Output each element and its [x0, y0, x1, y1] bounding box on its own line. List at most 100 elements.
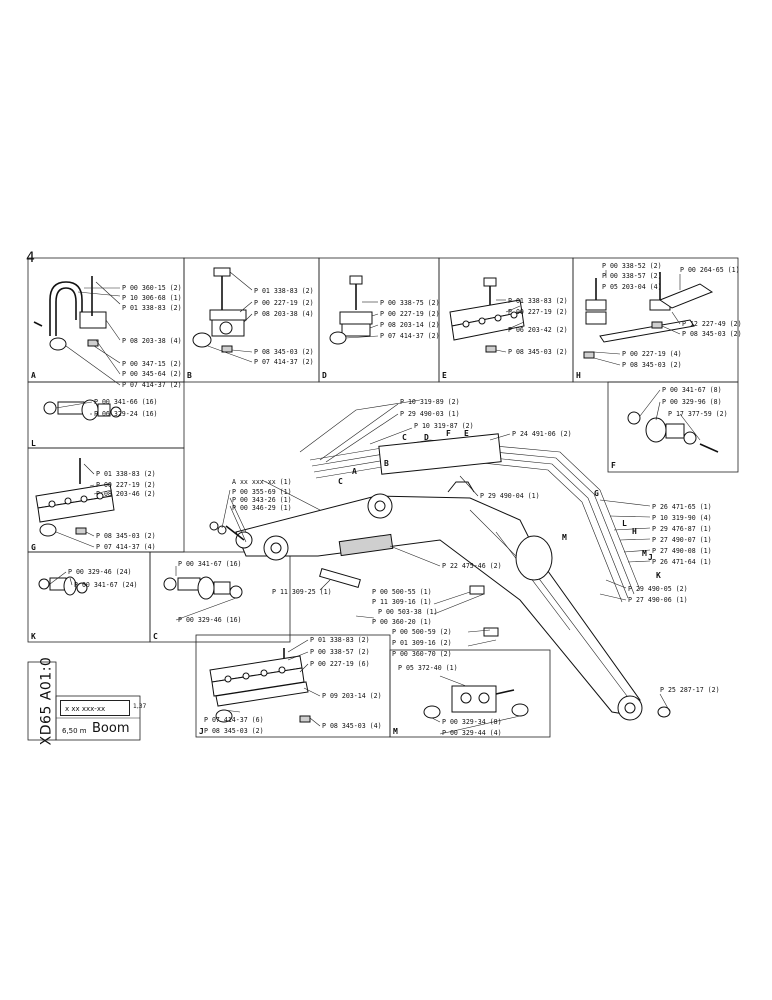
callout-m-lower: M: [642, 549, 647, 558]
panel-letter-b: B: [187, 371, 192, 380]
panel-letter-k: K: [31, 632, 36, 641]
part-label: P 05 372-40 (1): [398, 664, 458, 672]
part-label: P 00 345-64 (2): [122, 370, 182, 378]
callout-d: D: [424, 433, 429, 442]
part-label: P 08 345-03 (2): [254, 348, 314, 356]
panel-e-drawing: [449, 277, 525, 353]
panel-g-drawing: [35, 458, 115, 537]
part-label: P 00 338-57 (2): [602, 272, 662, 280]
callout-k: K: [656, 571, 661, 580]
part-label: P 00 360-20 (1): [372, 618, 432, 626]
part-label: P 00 227-19 (2): [96, 481, 156, 489]
section-letters: A B D E H L G K C F J M A B C C D F E G …: [31, 371, 661, 736]
part-label: P 08 345-03 (2): [622, 361, 682, 369]
panel-l-drawing: [43, 399, 122, 421]
callout-f: E: [464, 429, 469, 438]
callout-m: M: [562, 533, 567, 542]
hose-fitting: [49, 337, 67, 351]
panel-letter-f: F: [611, 461, 616, 470]
part-label: P 00 227-19 (2): [380, 310, 440, 318]
part-label: P 08 345-03 (2): [204, 727, 264, 735]
part-label: P 00 346-29 (1): [232, 504, 292, 512]
panel-letter-m: M: [393, 727, 398, 736]
part-label: P 00 338-52 (2): [602, 262, 662, 270]
part-label: P 00 355-69 (1): [232, 488, 292, 496]
panel-j-drawing: [209, 648, 311, 723]
frame-c: [149, 551, 291, 643]
part-label: P 11 309-16 (1): [372, 598, 432, 606]
part-label: P 00 227-19 (2): [254, 299, 314, 307]
part-label: P 01 338-83 (2): [310, 636, 370, 644]
part-label: P 29 490-03 (1): [400, 410, 460, 418]
panel-letter-l: L: [31, 439, 36, 448]
part-label: P 00 227-19 (2): [508, 308, 568, 316]
callout-j: J: [648, 553, 653, 562]
part-label: P 01 309-16 (2): [392, 639, 452, 647]
callout-g: G: [594, 489, 599, 498]
part-label: P 25 287-17 (2): [660, 686, 720, 694]
part-label: P 08 203-14 (2): [380, 321, 440, 329]
panel-letter-d: D: [322, 371, 327, 380]
part-label: P 07 414-37 (2): [380, 332, 440, 340]
boom-drawing: [209, 399, 671, 721]
part-label: P 01 338-83 (2): [122, 304, 182, 312]
panel-a-drawing: [33, 276, 107, 351]
panel-b-drawing: [192, 267, 247, 353]
part-label: P 00 500-55 (1): [372, 588, 432, 596]
part-label: P 00 227-19 (4): [622, 350, 682, 358]
panel-letter-j: J: [199, 727, 204, 736]
part-label: P 29 476-87 (1): [652, 525, 712, 533]
panel-h-drawing: [583, 272, 714, 359]
part-label: P 00 227-19 (6): [310, 660, 370, 668]
part-label: P 08 345-03 (4): [322, 722, 382, 730]
part-label: P 09 203-14 (2): [322, 692, 382, 700]
part-label: P 29 490-05 (2): [628, 585, 688, 593]
pin-rod: [319, 568, 361, 588]
part-label: P 12 227-49 (2): [682, 320, 742, 328]
part-label: P 10 306-68 (1): [122, 294, 182, 302]
corner-mark: 4: [26, 250, 35, 266]
part-label: P 26 471-64 (1): [652, 558, 712, 566]
part-label: P 08 345-03 (2): [508, 348, 568, 356]
panel-m-drawing: [423, 685, 529, 719]
page-fraction: 1,37: [133, 703, 147, 710]
part-label: P 01 338-83 (2): [508, 297, 568, 305]
frame-k: [27, 551, 151, 643]
part-label: P 27 490-07 (1): [652, 536, 712, 544]
frame-m: [389, 649, 551, 738]
part-label: P 00 264-65 (1): [680, 266, 740, 274]
part-label: P 10 319-87 (2): [414, 422, 474, 430]
cylinder-mount: [515, 535, 553, 581]
drawing-title: Boom: [92, 721, 130, 736]
panel-f-drawing: [627, 411, 719, 453]
part-label: P 00 329-46 (16): [178, 616, 242, 624]
part-label: P 01 338-83 (2): [96, 470, 156, 478]
part-label: P 00 500-59 (2): [392, 628, 452, 636]
part-label: P 24 491-06 (2): [512, 430, 572, 438]
part-label: P 00 343-26 (1): [232, 496, 292, 504]
part-label: P 29 490-04 (1): [480, 492, 540, 500]
drawing-code: XD65 A01:0: [24, 657, 58, 746]
part-label: P 00 341-67 (16): [178, 560, 242, 568]
clamp-block: [79, 311, 107, 329]
part-label: P 08 345-03 (2): [682, 330, 742, 338]
part-label: P 06 203-42 (2): [508, 326, 568, 334]
part-label: P 10 319-89 (2): [400, 398, 460, 406]
drawing-code-text: XD65 A01:0: [38, 656, 55, 746]
panel-d-drawing: [329, 275, 373, 345]
part-label: P 00 360-70 (2): [392, 650, 452, 658]
detail-frames: [27, 257, 739, 738]
callout-l: L: [622, 519, 627, 528]
part-label: P 08 203-38 (4): [254, 310, 314, 318]
panel-letter-a: A: [31, 371, 36, 380]
part-label: P 07 414-37 (6): [204, 716, 264, 724]
callout-c: C: [402, 433, 407, 442]
part-label: P 00 341-67 (8): [662, 386, 722, 394]
callout-b: B: [384, 459, 389, 468]
part-label: A xx xxx-xx (1): [232, 478, 292, 486]
serial-number-field: x xx xxx-xx: [60, 700, 130, 716]
part-label: P 10 319-90 (4): [652, 514, 712, 522]
part-label: P 22 475-46 (2): [442, 562, 502, 570]
part-label: P 06 329-24 (16): [94, 410, 158, 418]
